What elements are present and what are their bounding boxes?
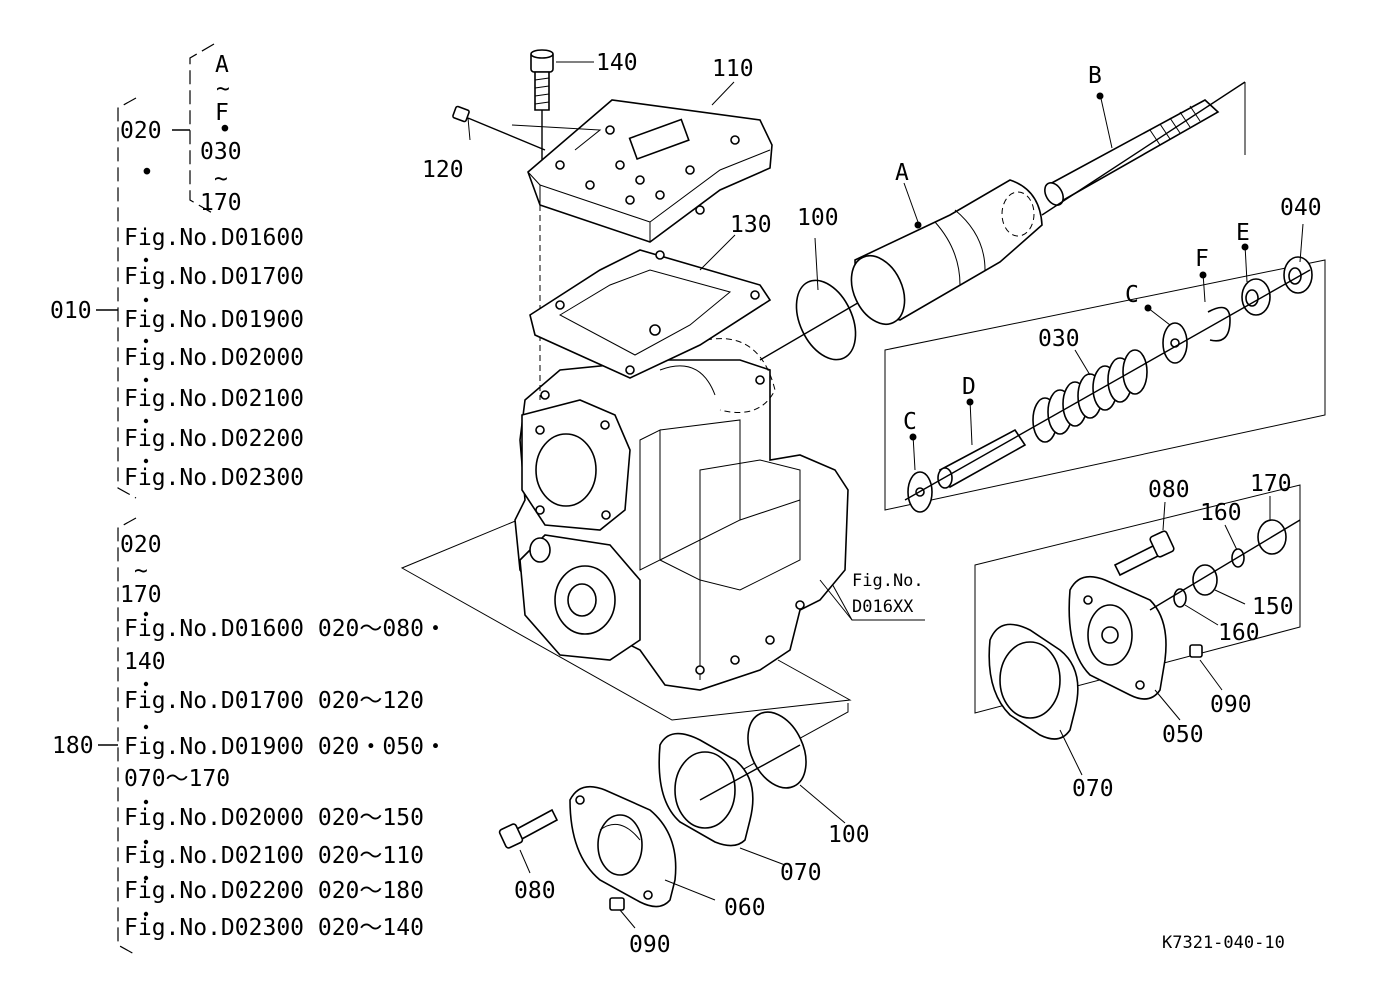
pump-housing [400,195,925,721]
rod-b [1041,81,1246,216]
callout-160-upper: 160 [1200,500,1242,526]
legend-top-fig-3: Fig.No.D02000 [124,345,304,371]
legend-top-fig-2: Fig.No.D01900 [124,307,304,333]
legend-top-fig-5: Fig.No.D02200 [124,426,304,452]
legend-sub-range-0: A [215,52,229,78]
legend-dot: • [140,160,154,186]
legend-bottom-range-0: 020 [120,532,162,558]
legend-bottom-fig-3: Fig.No.D02000 020～150 [124,805,424,831]
legend-bottom-group: 020 ~ 170 180 Fig.No.D01600 020～080・ 140… [52,517,447,956]
legend-sub-range-1: ~ [216,76,230,102]
callout-e: E [1236,220,1250,246]
legend-bottom-fig-1: Fig.No.D01700 020～120 [124,688,424,714]
callout-050: 050 [1162,722,1204,748]
callout-a: A [895,160,909,186]
legend-sub-bracket [189,43,215,215]
callout-140: 140 [596,50,638,76]
legend-sub-range-5: ~ [214,166,228,192]
callout-030: 030 [1038,326,1080,352]
fig-ref-line1: Fig.No. [852,571,924,591]
callouts: 140 110 120 130 100 A B 040 E F C 030 D … [422,50,1322,958]
callout-120: 120 [422,157,464,183]
callout-090-right: 090 [1210,692,1252,718]
legend-bottom-fig-6: Fig.No.D02300 020～140 [124,915,424,941]
callout-f: F [1195,246,1209,272]
lower-cover-assembly [498,703,849,911]
callout-d: D [962,374,976,400]
cover-assembly [974,484,1301,740]
callout-170: 170 [1250,471,1292,497]
callout-070-right: 070 [1072,776,1114,802]
legend-bottom-fig-5: Fig.No.D02200 020～180 [124,878,424,904]
callout-130: 130 [730,212,772,238]
legend-bottom-fig-0: Fig.No.D01600 020～080・ [124,616,447,642]
legend-sub-range-3: • [218,117,232,143]
legend-bottom-range-2: 170 [120,582,162,608]
callout-b: B [1088,63,1102,89]
piston-a [850,179,1043,325]
callout-080-lower: 080 [514,878,556,904]
bolt-140 [530,49,554,160]
legend-sub-range-4: 030 [200,139,242,165]
gasket-130 [529,249,772,379]
callout-100-lower: 100 [828,822,870,848]
legend-bottom-fig-0-cont: 140 [124,649,166,675]
callout-110: 110 [712,56,754,82]
callout-160-lower: 160 [1218,620,1260,646]
drawing-code: K7321-040-10 [1162,933,1285,953]
callout-150: 150 [1252,594,1294,620]
fig-reference: Fig.No. D016XX [852,571,924,617]
callout-c-lower: C [903,409,917,435]
callout-100-upper: 100 [797,205,839,231]
legend-bottom-fig-2: Fig.No.D01900 020・050・ [124,734,447,760]
callout-080-right: 080 [1148,477,1190,503]
legend-top-fig-6: Fig.No.D02300 [124,465,304,491]
callout-c-upper: C [1125,282,1139,308]
legend-top-group: 020 A ~ F • 030 ~ 170 • 010 Fig.No.D0160… [50,43,304,499]
legend-sub-range-6: 170 [200,190,242,216]
callout-040: 040 [1280,195,1322,221]
o-ring-100-upper [759,279,881,361]
legend-top-parent-code: 010 [50,298,92,324]
plug-120 [452,105,546,151]
legend-top-bracket [117,97,137,499]
legend-sub-range-2: F [215,100,229,126]
top-cover-110 [511,99,773,243]
callout-060: 060 [724,895,766,921]
legend-bottom-fig-2-cont: 070～170 [124,766,230,792]
legend-top-fig-4: Fig.No.D02100 [124,386,304,412]
legend-bottom-fig-4: Fig.No.D02100 020～110 [124,843,424,869]
legend-bottom-range-1: ~ [134,558,148,584]
legend-top-fig-0: Fig.No.D01600 [124,225,304,251]
callout-090-lower: 090 [629,932,671,958]
fig-ref-line2: D016XX [852,597,914,617]
spring-assembly [884,256,1326,513]
legend-bottom-bracket [117,517,137,956]
callout-070-lower: 070 [780,860,822,886]
legend-sub-code: 020 [120,118,162,144]
legend-top-fig-1: Fig.No.D01700 [124,264,304,290]
legend-bottom-parent-code: 180 [52,733,94,759]
